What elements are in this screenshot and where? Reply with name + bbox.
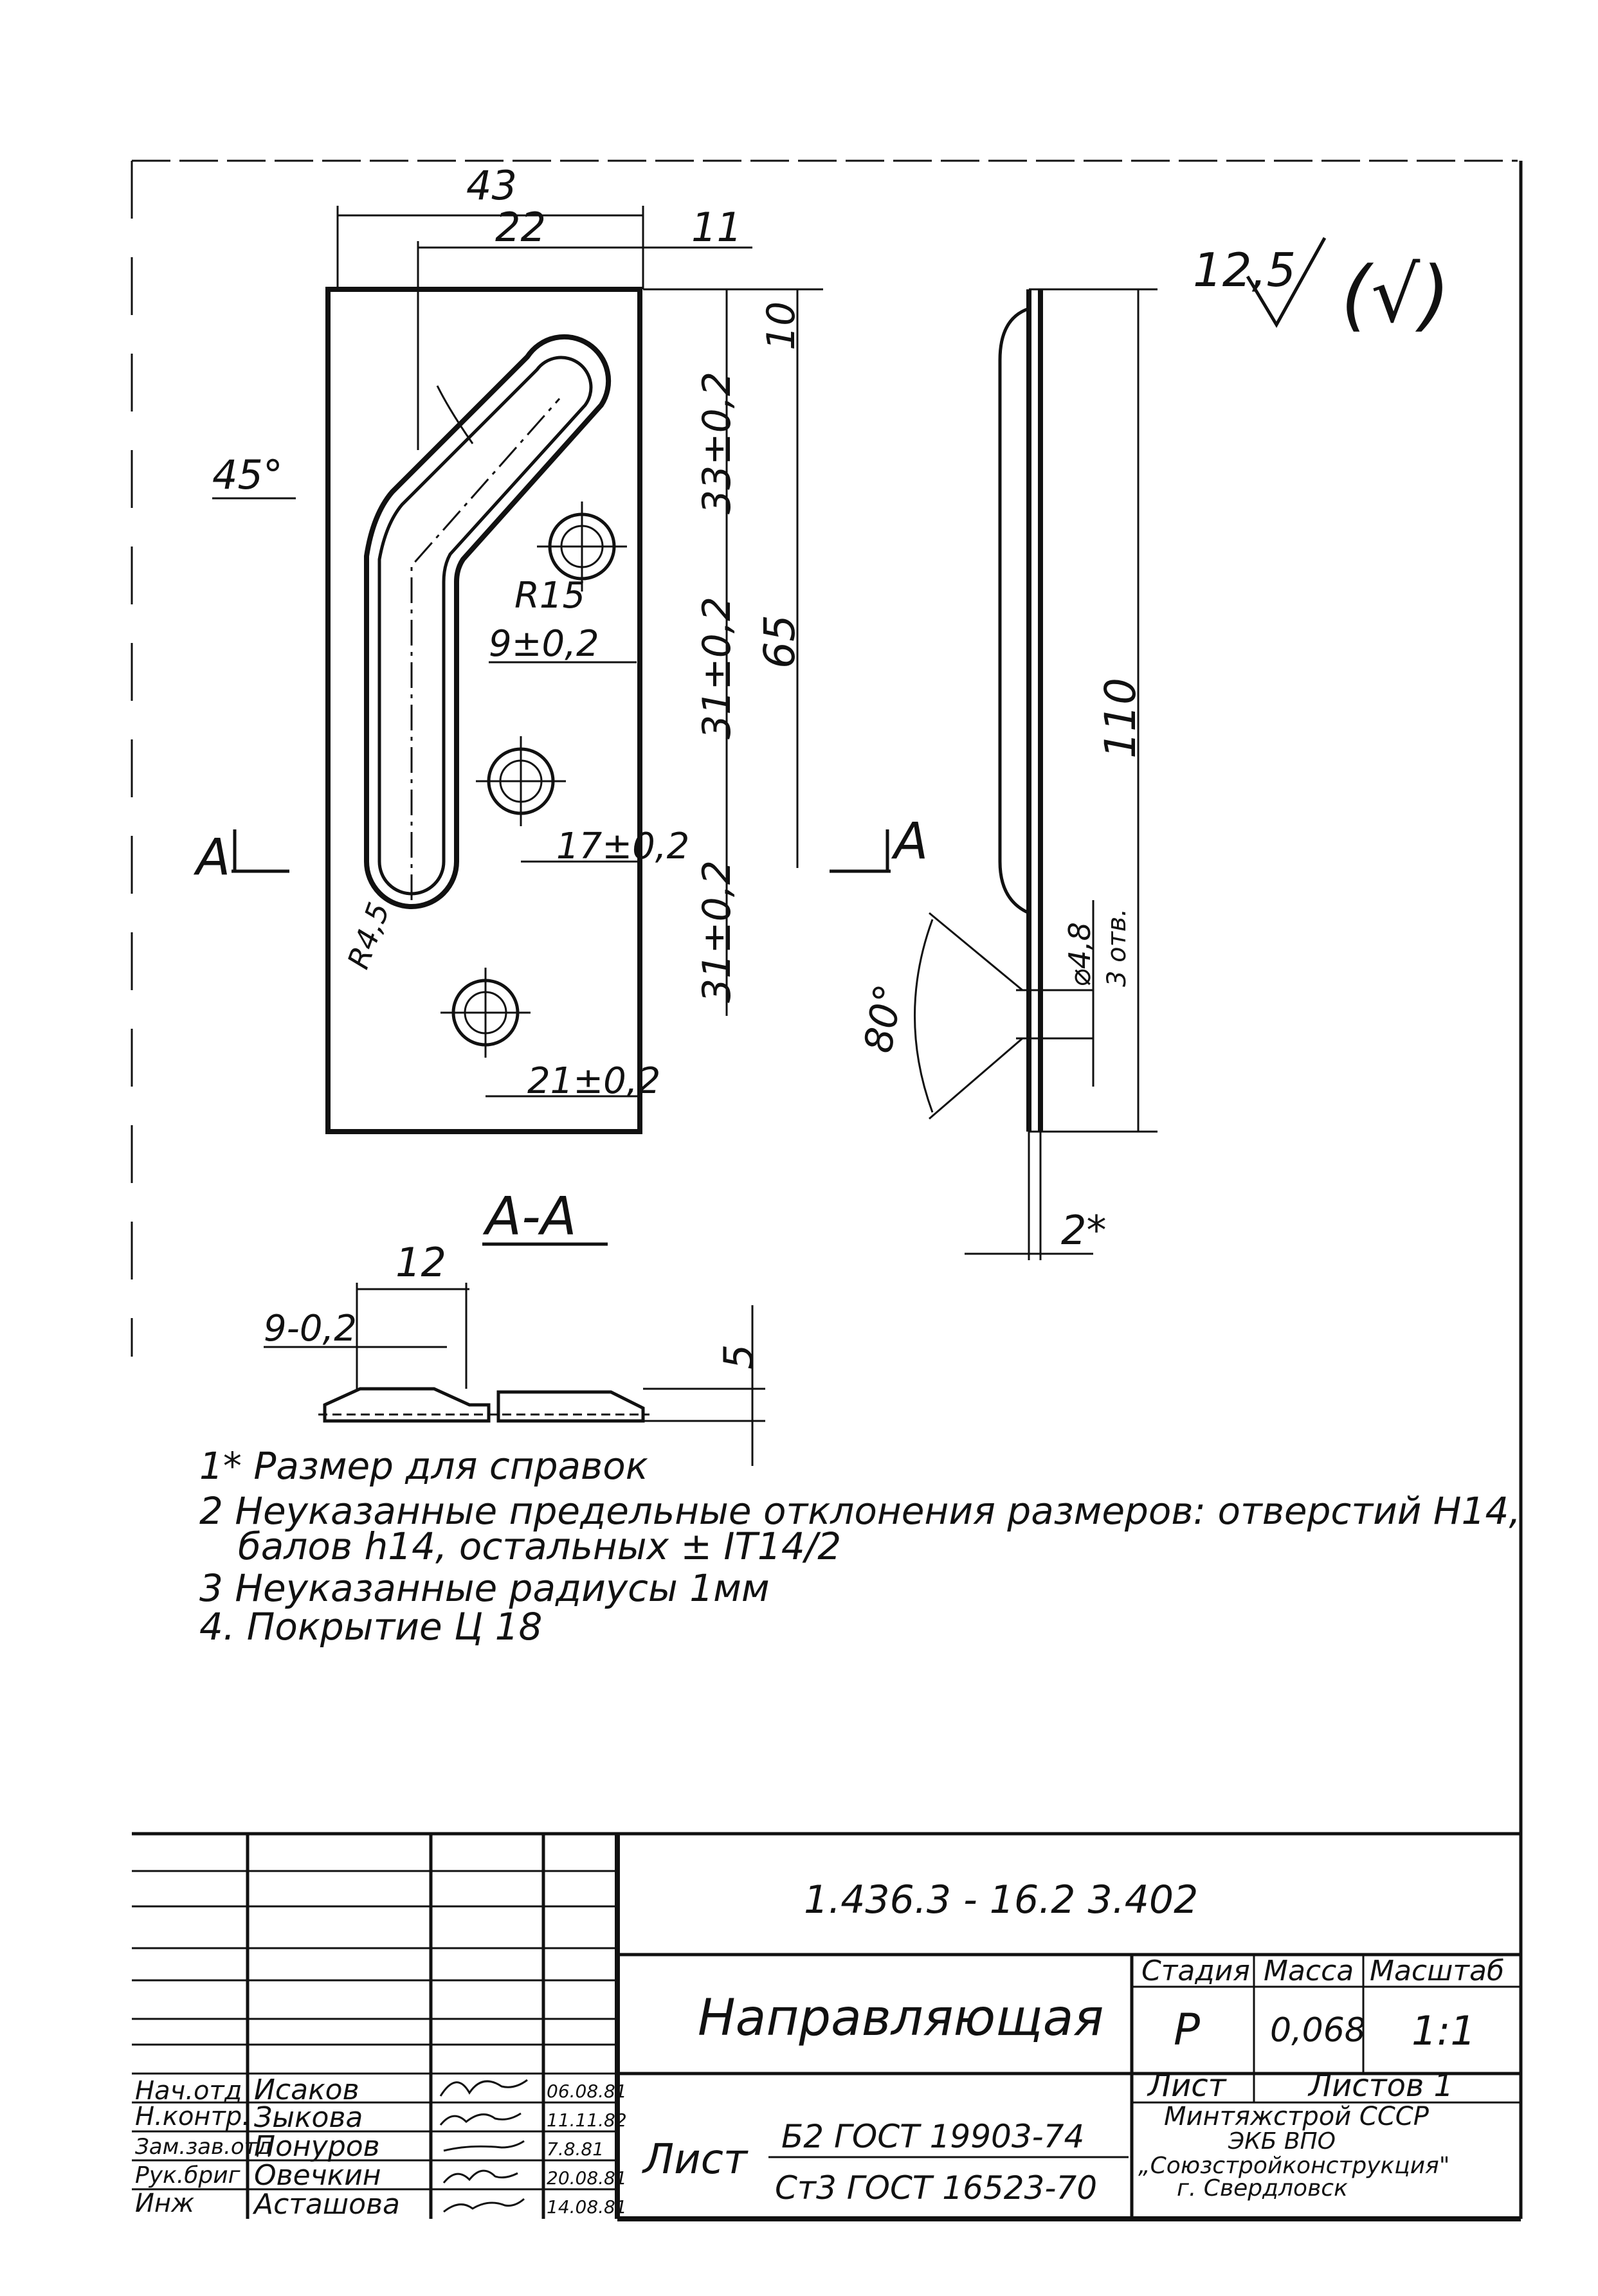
column-mass: Масса [1264,1955,1354,1987]
signature-date: 7.8.81 [547,2138,604,2160]
dim-31-a: 31±0,2 [695,597,740,739]
column-stage: Стадия [1141,1955,1250,1987]
dim-hole-diameter: ⌀4,8 [1062,922,1097,987]
dim-65: 65 [755,615,804,669]
roughness-symbol: 12,5 (√) [1193,237,1450,340]
signature-date: 11.11.82 [547,2110,627,2131]
roughness-extra-mark: (√) [1341,251,1450,340]
signature-role: Рук.бриг [135,2162,241,2189]
note-4: 4. Покрытие Ц 18 [199,1605,542,1649]
hole-1 [537,502,627,592]
organization-line-1: Минтяжстрой СССР [1164,2102,1430,2131]
side-view: 110 ⌀4,8 3 отв. 80° 2* [856,288,1158,1260]
organization-line-4: г. Свердловск [1177,2175,1348,2201]
hole-3 [440,968,531,1058]
signature-scribble [442,2169,518,2183]
hole-2 [476,736,566,826]
note-1: 1* Размер для справок [199,1444,648,1488]
document-code: 1.436.3 - 16.2 3.402 [804,1877,1198,1922]
signature-scribble [443,2140,525,2152]
material-top: Б2 ГОСТ 19903-74 [781,2118,1084,2155]
signature-name: Зыкова [254,2101,363,2134]
signature-date: 06.08.81 [547,2081,627,2102]
dim-33: 33±0,2 [695,372,740,514]
dim-holes-count: 3 отв. [1102,908,1132,987]
signature-role: Нач.отд [135,2076,242,2106]
signature-name: Исаков [254,2074,359,2106]
dim-43: 43 [466,162,517,209]
signature-scribble [439,2112,522,2126]
signature-name: Понуров [254,2130,380,2163]
section-title: A-A [482,1186,577,1247]
note-3: 3 Неуказанные радиусы 1мм [199,1566,770,1610]
dim-r4-5: R4,5 [341,898,397,973]
signature-row: Рук.бриг Овечкин 20.08.81 [135,2159,627,2192]
signature-row: Зам.зав.отд Понуров 7.8.81 [135,2130,604,2163]
dim-r15: R15 [514,575,585,617]
material-prefix: Лист [642,2136,749,2183]
dim-9: 9±0,2 [489,623,599,665]
plate-outline [325,287,642,1134]
signature-name: Овечкин [254,2159,381,2192]
scale-value: 1:1 [1412,2007,1476,2054]
column-scale: Масштаб [1370,1955,1504,1987]
dim-45-degree: 45° [212,451,283,498]
section-mark-right: A [891,813,928,871]
dim-17: 17±0,2 [556,826,689,867]
section-a-a-view: A-A 12 9-0,2 5 [264,1186,765,1466]
dim-11: 11 [691,204,742,251]
signature-date: 14.08.81 [547,2196,627,2218]
signature-role: Н.контр. [135,2102,250,2131]
slot-inner-outline [377,356,593,896]
signature-row: Н.контр. Зыкова 11.11.82 [135,2101,627,2134]
dim-22: 22 [495,204,546,251]
part-name: Направляющая [698,1989,1103,2047]
notes: 1* Размер для справок 2 Неуказанные пред… [199,1444,1521,1649]
dim-section-12: 12 [395,1239,446,1286]
front-view: 43 22 11 45° 10 33±0,2 65 31±0,2 31±0,2 … [193,162,928,1134]
sheet-frame [131,159,1523,2221]
organization-line-3: „Союзстройконструкция" [1138,2153,1449,2179]
dim-21: 21±0,2 [527,1060,660,1102]
slot-outline [364,334,612,909]
dim-80-degree: 80° [856,981,912,1056]
dim-10: 10 [759,302,804,350]
signature-row: Нач.отд Исаков 06.08.81 [135,2074,627,2106]
roughness-value: 12,5 [1193,243,1296,297]
signature-row: Инж Асташова 14.08.81 [135,2188,627,2221]
section-mark-left: A [193,829,230,887]
signature-date: 20.08.81 [547,2167,627,2189]
material-bottom: Ст3 ГОСТ 16523-70 [775,2169,1097,2207]
dim-2: 2* [1061,1207,1106,1254]
signature-role: Инж [135,2189,194,2218]
signature-name: Асташова [252,2188,400,2221]
signature-role: Зам.зав.отд [135,2134,272,2160]
signature-scribble [443,2198,525,2213]
mass-value: 0,068 [1270,2011,1366,2050]
sheet-label: Лист [1147,2068,1228,2104]
title-block: 1.436.3 - 16.2 3.402 Направляющая Стадия… [132,1832,1521,2221]
dim-110: 110 [1096,678,1145,759]
note-2-continued: балов h14, остальных ± IT14/2 [238,1524,841,1568]
dim-section-9: 9-0,2 [264,1308,357,1350]
dim-section-5: 5 [715,1344,762,1369]
stage-value: Р [1174,2005,1200,2056]
signature-scribble [439,2079,528,2097]
organization-line-2: ЭКБ ВПО [1228,2128,1336,2155]
note-2: 2 Неуказанные предельные отклонения разм… [199,1489,1521,1533]
dim-31-b: 31±0,2 [695,860,740,1003]
sheets-label: Листов 1 [1307,2068,1453,2104]
